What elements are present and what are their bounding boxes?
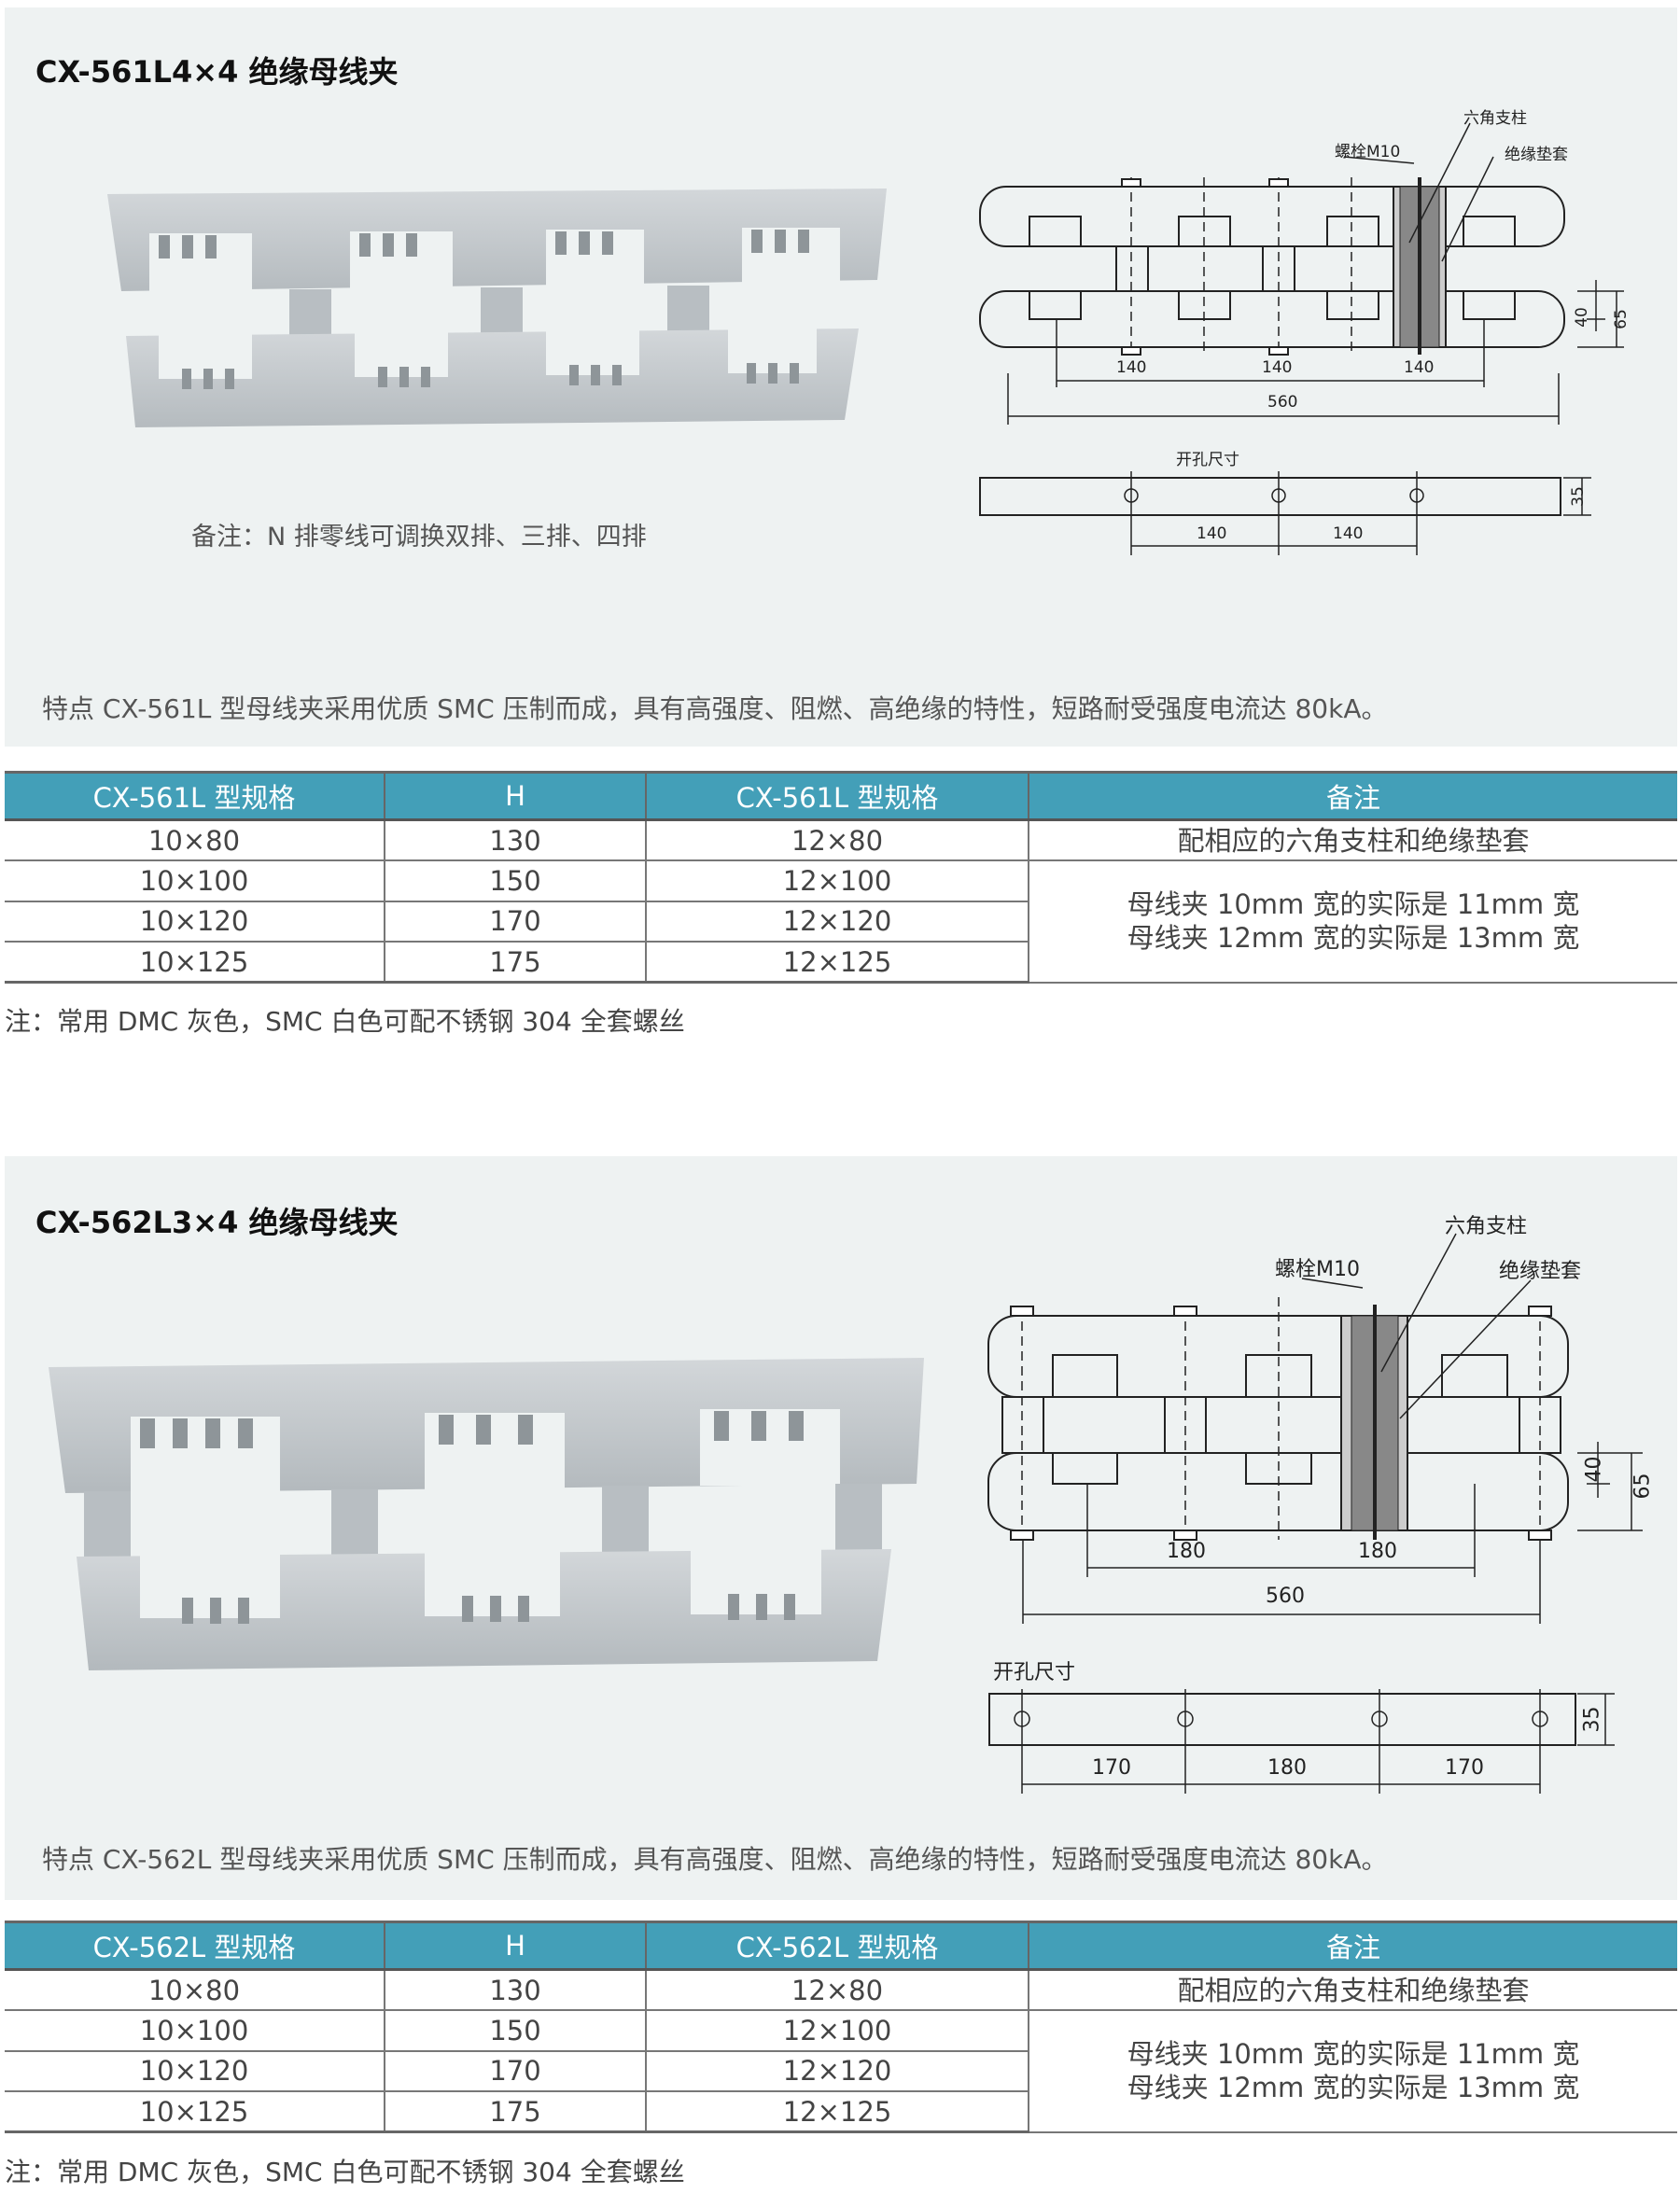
dimension-drawing-561l [979,122,1624,555]
dim-inner-height: 40 [1582,1456,1606,1483]
header-cell: 备注 [1028,771,1677,821]
dim-hole-pitch: 170 [1092,1756,1131,1780]
remark-text: 备注：N 排零线可调换双排、三排、四排 [191,523,647,552]
product-title: CX-561L4×4 绝缘母线夹 [35,54,399,90]
footnote: 注：常用 DMC 灰色，SMC 白色可配不锈钢 304 全套螺丝 [5,2157,685,2187]
feature-text: 特点 CX-562L 型母线夹采用优质 SMC 压制而成，具有高强度、阻燃、高绝… [42,1844,1388,1875]
dim-pitch: 140 [1404,358,1435,377]
header-cell: CX-562L 型规格 [645,1921,1029,1971]
header-cell: CX-562L 型规格 [5,1921,385,1971]
label-insulating-sleeve: 绝缘垫套 [1505,146,1568,164]
dim-pitch: 180 [1358,1540,1397,1563]
header-cell: CX-561L 型规格 [5,771,385,821]
label-hex-post: 六角支柱 [1445,1215,1528,1238]
header-cell: H [384,1921,647,1971]
dim-overall: 560 [1266,1585,1305,1608]
dim-hole-width: 35 [1580,1706,1604,1733]
footnote: 注：常用 DMC 灰色，SMC 白色可配不锈钢 304 全套螺丝 [5,1006,685,1037]
feature-text: 特点 CX-561L 型母线夹采用优质 SMC 压制而成，具有高强度、阻燃、高绝… [42,693,1388,724]
dim-pitch: 140 [1262,358,1293,377]
dim-overall: 560 [1267,393,1298,412]
label-insulating-sleeve: 绝缘垫套 [1499,1260,1582,1283]
dim-hole-pitch: 180 [1267,1756,1307,1780]
product-photo-561l [107,189,887,427]
dim-hole-pitch: 140 [1333,524,1364,543]
dim-pitch: 180 [1167,1540,1206,1563]
label-hex-post: 六角支柱 [1463,109,1527,128]
label-bolt: 螺栓M10 [1335,143,1401,161]
dim-pitch: 140 [1116,358,1147,377]
label-hole-size: 开孔尺寸 [993,1661,1076,1684]
dim-hole-pitch: 140 [1197,524,1227,543]
label-bolt: 螺栓M10 [1275,1258,1360,1281]
remark-cell: 母线夹 10mm 宽的实际是 11mm 宽母线夹 12mm 宽的实际是 13mm… [1028,859,1677,984]
header-cell: 备注 [1028,1921,1677,1971]
remark-cell: 母线夹 10mm 宽的实际是 11mm 宽母线夹 12mm 宽的实际是 13mm… [1028,2009,1677,2133]
header-cell: CX-561L 型规格 [645,771,1029,821]
label-hole-size: 开孔尺寸 [1176,451,1239,469]
header-cell: H [384,771,647,821]
dim-hole-pitch: 170 [1445,1756,1484,1780]
dim-outer-height: 65 [1631,1473,1655,1500]
product-title: CX-562L3×4 绝缘母线夹 [35,1205,399,1240]
